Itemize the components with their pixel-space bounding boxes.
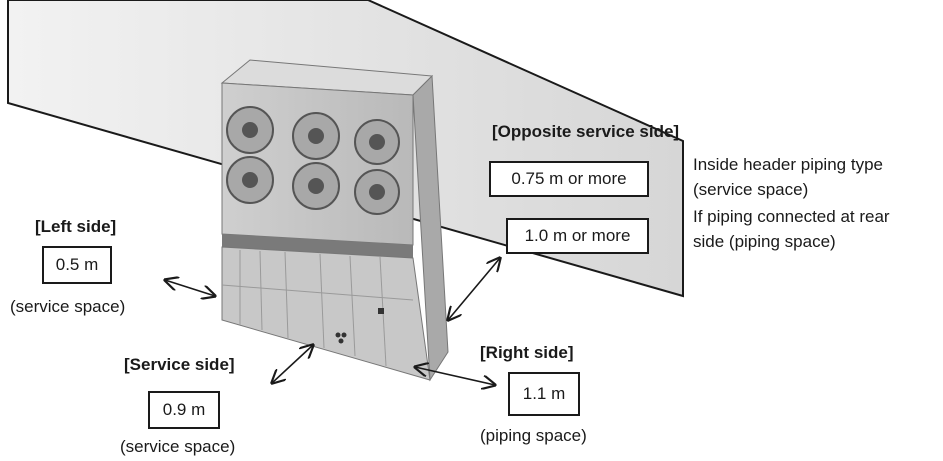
right-side-title: [Right side] xyxy=(480,343,574,362)
left-side-title: [Left side] xyxy=(35,217,117,236)
opposite-side-title: [Opposite service side] xyxy=(492,122,680,141)
opposite-note-1-line-1: Inside header piping type xyxy=(693,155,883,174)
unit-front-lower xyxy=(221,246,431,381)
unit-panel-lines xyxy=(221,250,414,367)
fan-icon xyxy=(226,106,400,215)
opposite-clearance-box-2: 1.0 m or more xyxy=(506,218,649,254)
right-side-box: 1.1 m xyxy=(508,372,580,416)
service-side-box: 0.9 m xyxy=(148,391,220,429)
service-side-title: [Service side] xyxy=(124,355,235,374)
service-side-caption: (service space) xyxy=(120,437,236,456)
indicator-dots xyxy=(335,308,384,344)
left-side-caption: (service space) xyxy=(10,297,126,316)
double-arrow-icon xyxy=(165,258,500,385)
opposite-note-2-line-1: If piping connected at rear xyxy=(693,207,890,226)
unit-divider-band xyxy=(222,234,413,258)
right-side-caption: (piping space) xyxy=(480,426,587,445)
unit-side-panel xyxy=(412,74,449,382)
opposite-note-1-line-2: (service space) xyxy=(693,180,809,199)
opposite-clearance-box-1: 0.75 m or more xyxy=(489,161,649,197)
opposite-note-2-line-2: side (piping space) xyxy=(693,232,836,251)
left-side-box: 0.5 m xyxy=(42,246,112,284)
